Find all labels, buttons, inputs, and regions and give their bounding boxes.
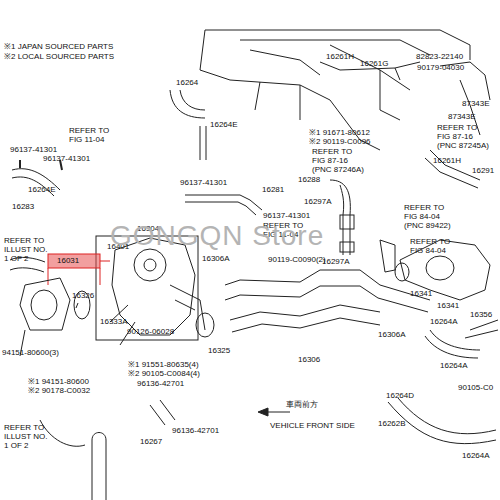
callout-number: 16261G <box>360 60 388 68</box>
callout-number: 16288 <box>298 176 320 184</box>
callout-number: 16267 <box>140 438 162 446</box>
callout-number: 90179-04030 <box>417 64 464 72</box>
callout-number: 16031 <box>57 257 79 265</box>
callout-number: ILLUST NO. <box>4 246 47 254</box>
callout-number: ※2 90105-C0084(4) <box>128 370 200 378</box>
callout-number: 16261H <box>433 157 461 165</box>
callout-number: 16264E <box>28 186 56 194</box>
callout-number: ※1 94151-80600 <box>28 378 89 386</box>
callout-number: 90105-C0 <box>458 384 493 392</box>
callout-number: 82823-22140 <box>416 53 463 61</box>
callout-number: 16264A <box>430 318 458 326</box>
callout-number: 16341 <box>410 290 432 298</box>
callout-number: 16283 <box>12 203 34 211</box>
callout-number: 96136-42701 <box>137 380 184 388</box>
callout-number: (PNC 87246A) <box>312 166 364 174</box>
callout-number: 90119-C0090(2) <box>268 256 326 264</box>
callout-number: 16264E <box>210 121 238 129</box>
callout-number: 1 OF 2 <box>4 255 28 263</box>
callout-number: 96137-41301 <box>180 179 227 187</box>
callout-number: 16306 <box>298 356 320 364</box>
callout-number: ※1 91551-80635(4) <box>128 361 199 369</box>
callout-number: 1 OF 2 <box>4 442 28 450</box>
callout-number: REFER TO <box>4 424 44 432</box>
callout-number: FIG 11-04 <box>69 136 104 144</box>
callout-number: 96136-42701 <box>172 427 219 435</box>
callout-number: 16326 <box>72 292 94 300</box>
callout-number: 87343E <box>448 113 476 121</box>
callout-number: ※2 LOCAL SOURCED PARTS <box>4 53 114 61</box>
callout-number: 16281 <box>262 186 284 194</box>
callout-number: 87343E <box>462 100 490 108</box>
callout-number: (PNC 87245A) <box>437 142 489 150</box>
callout-number: ※2 90119-C0096 <box>309 138 371 146</box>
callout-number: 16297A <box>304 198 332 206</box>
callout-number: (PNC 89422) <box>404 222 451 230</box>
callout-number: 16264 <box>176 79 198 87</box>
callout-number: 16297A <box>322 258 350 266</box>
callout-number: 96137-41301 <box>43 155 90 163</box>
callout-number: REFER TO <box>4 237 44 245</box>
callout-number: REFER TO <box>69 127 109 135</box>
callout-number: FIG 87-16 <box>437 133 473 141</box>
callout-number: 16261H <box>326 53 354 61</box>
callout-number: 90126-06028 <box>127 328 174 336</box>
callout-number: 16264A <box>440 362 468 370</box>
callout-number: 16264D <box>386 392 414 400</box>
callout-number: ※2 90178-C0032 <box>28 387 90 395</box>
callout-number: REFER TO <box>404 204 444 212</box>
callout-number: 16356 <box>470 311 492 319</box>
callout-number: 96137-41301 <box>263 212 310 220</box>
callout-number: 16262B <box>378 420 406 428</box>
callout-number: REFER TO <box>437 124 477 132</box>
callout-number: FIG 84-04 <box>410 247 446 255</box>
callout-number: ※1 91671-80612 <box>309 129 370 137</box>
watermark: GONGQN Store <box>110 222 324 250</box>
callout-number: FIG 87-16 <box>312 157 348 165</box>
callout-number: 16306A <box>378 331 406 339</box>
callout-number: ILLUST NO. <box>4 433 47 441</box>
callout-number: ※1 JAPAN SOURCED PARTS <box>4 43 113 51</box>
callout-number: VEHICLE FRONT SIDE <box>270 422 355 430</box>
callout-number: FIG 84-04 <box>404 213 440 221</box>
callout-number: 94151-80600(3) <box>2 349 59 357</box>
callout-number: 16306A <box>202 255 230 263</box>
callout-number: 16264A <box>462 452 490 460</box>
callout-number: 96137-41301 <box>10 146 57 154</box>
callout-number: REFER TO <box>410 238 450 246</box>
callout-number: 16291 <box>472 167 494 175</box>
callout-number: 16333A <box>100 318 128 326</box>
callout-number: 16325 <box>208 347 230 355</box>
callout-number: 16341 <box>437 302 459 310</box>
callout-number: 車両前方 <box>286 401 318 409</box>
callout-number: REFER TO <box>312 148 352 156</box>
